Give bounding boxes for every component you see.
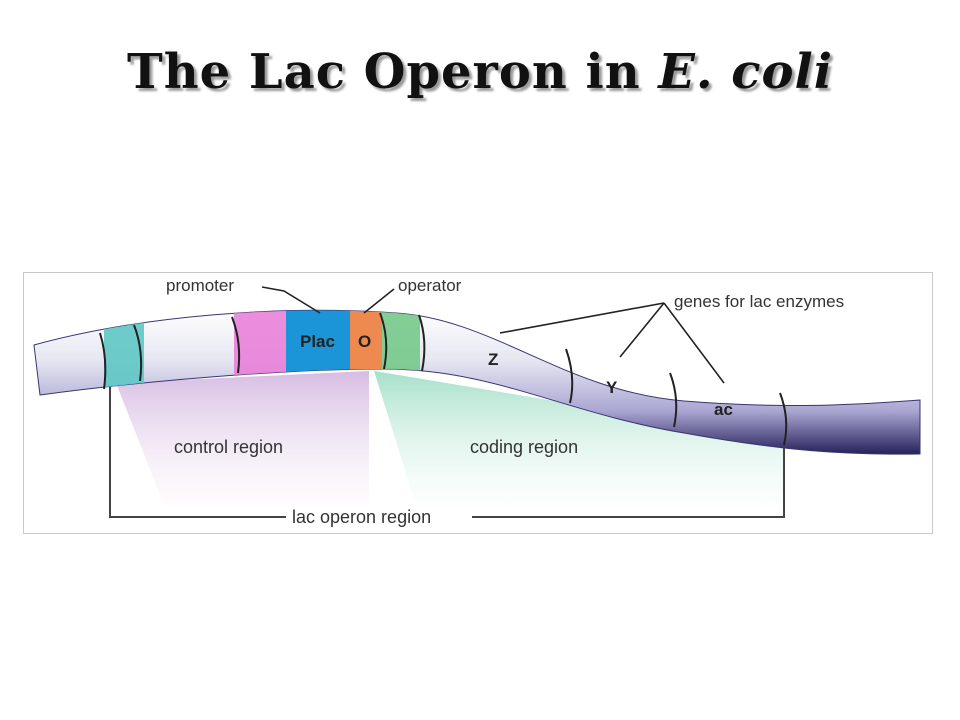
title-main: The Lac Operon in bbox=[126, 44, 659, 100]
control-region-label: control region bbox=[174, 437, 283, 457]
coding-region-label: coding region bbox=[470, 437, 578, 457]
genes-leader-z bbox=[499, 302, 665, 334]
gene-y-label: Y bbox=[606, 378, 618, 397]
diagram-canvas: Plac O Z Y ac promoter operator genes fo… bbox=[33, 276, 921, 527]
divider-3 bbox=[231, 316, 241, 374]
coding-region-shade bbox=[374, 371, 784, 505]
genes-callout: genes for lac enzymes bbox=[674, 292, 844, 311]
operator-callout: operator bbox=[398, 276, 462, 295]
promoter-leader bbox=[261, 286, 321, 314]
operator-letter: O bbox=[358, 332, 371, 351]
gene-ac-label: ac bbox=[714, 400, 733, 419]
divider-8 bbox=[779, 392, 788, 446]
lac-operon-diagram: Plac O Z Y ac promoter operator genes fo… bbox=[23, 272, 933, 534]
divider-1 bbox=[99, 332, 107, 390]
title-organism: E. coli bbox=[658, 44, 834, 100]
divider-4 bbox=[379, 312, 388, 370]
plac-label: Plac bbox=[300, 332, 335, 351]
lac-operon-region-label: lac operon region bbox=[292, 507, 431, 527]
lac-operon-bracket bbox=[109, 385, 785, 518]
genes-leader-ac bbox=[663, 302, 725, 384]
divider-5 bbox=[418, 314, 426, 372]
divider-6 bbox=[565, 348, 574, 404]
promoter-callout: promoter bbox=[166, 276, 234, 295]
gene-z-label: Z bbox=[488, 350, 498, 369]
divider-7 bbox=[669, 372, 678, 428]
operator-leader bbox=[363, 288, 395, 314]
divider-2 bbox=[133, 324, 143, 382]
control-region-shade bbox=[116, 371, 369, 505]
genes-leader-y bbox=[619, 302, 665, 358]
slide-title: The Lac Operon in E. coli bbox=[0, 44, 960, 100]
